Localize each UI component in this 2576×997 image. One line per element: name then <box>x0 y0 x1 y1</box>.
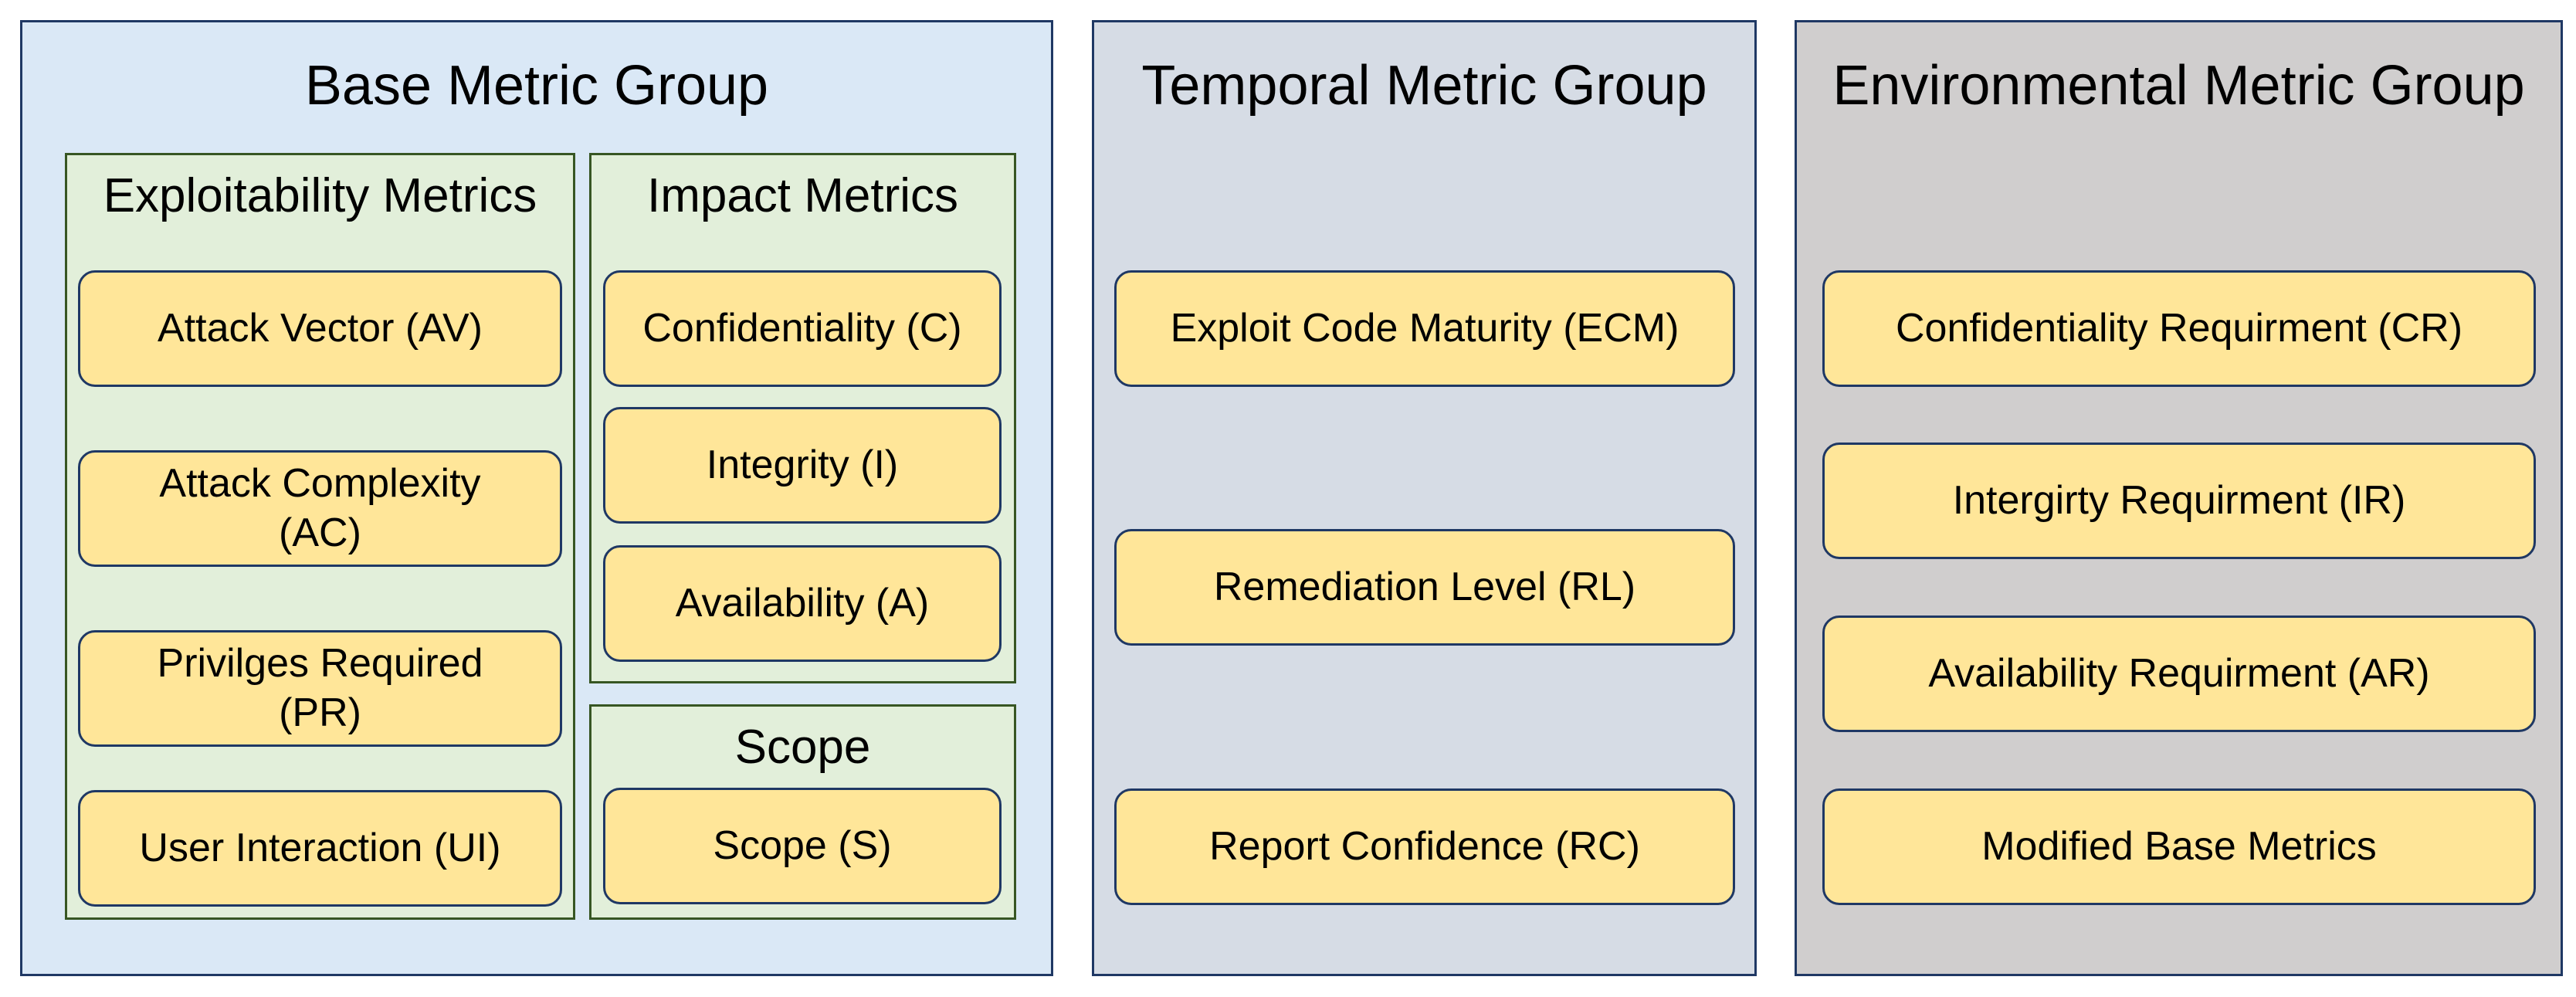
metric-availability: Availability (A) <box>603 545 1002 662</box>
environmental-metric-group-title: Environmental Metric Group <box>1832 55 2525 117</box>
metric-report-confidence: Report Confidence (RC) <box>1114 788 1735 905</box>
impact-metrics-group: Impact Metrics Confidentiality (C) Integ… <box>589 153 1016 683</box>
metric-exploit-code-maturity: Exploit Code Maturity (ECM) <box>1114 270 1735 387</box>
exploitability-metrics-group: Exploitability Metrics Attack Vector (AV… <box>65 153 575 920</box>
environmental-metric-group: Environmental Metric Group Confidentiali… <box>1795 20 2563 976</box>
metric-user-interaction: User Interaction (UI) <box>78 790 562 907</box>
metric-privileges-required: Privilges Required (PR) <box>78 630 562 747</box>
scope-group: Scope Scope (S) <box>589 704 1016 920</box>
metric-confidentiality: Confidentiality (C) <box>603 270 1002 387</box>
temporal-metric-group-title: Temporal Metric Group <box>1141 55 1707 117</box>
scope-title: Scope <box>734 721 871 774</box>
temporal-metric-group: Temporal Metric Group Exploit Code Matur… <box>1092 20 1757 976</box>
metric-scope: Scope (S) <box>603 788 1002 904</box>
metric-integrity-requirement: Intergirty Requirment (IR) <box>1822 443 2536 559</box>
metric-remediation-level: Remediation Level (RL) <box>1114 529 1735 646</box>
metric-attack-complexity: Attack Complexity (AC) <box>78 450 562 567</box>
metric-confidentiality-requirement: Confidentiality Requirment (CR) <box>1822 270 2536 387</box>
metric-modified-base-metrics: Modified Base Metrics <box>1822 788 2536 905</box>
metric-availability-requirement: Availability Requirment (AR) <box>1822 615 2536 732</box>
base-metric-group: Base Metric Group Exploitability Metrics… <box>20 20 1053 976</box>
base-metric-group-title: Base Metric Group <box>304 55 769 117</box>
metric-attack-vector: Attack Vector (AV) <box>78 270 562 387</box>
metric-integrity: Integrity (I) <box>603 407 1002 524</box>
impact-metrics-title: Impact Metrics <box>646 169 959 222</box>
exploitability-metrics-title: Exploitability Metrics <box>103 169 537 222</box>
